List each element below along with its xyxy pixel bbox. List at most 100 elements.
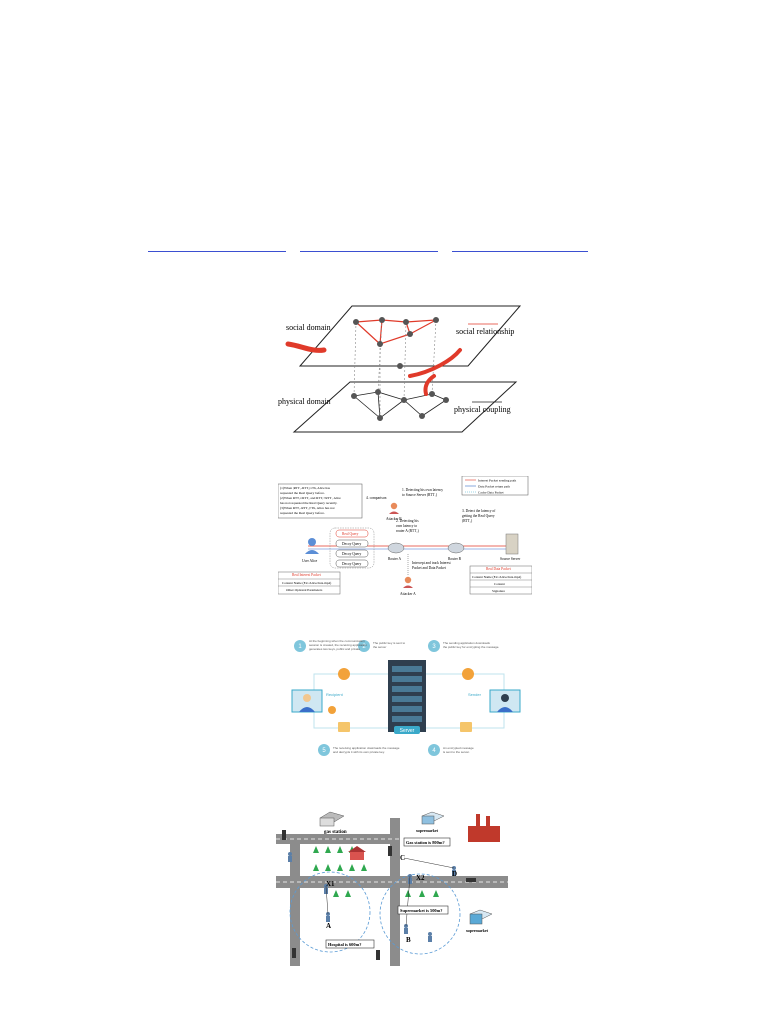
gas-note: Gas station is 800m? <box>406 840 445 845</box>
attacker-a-icon <box>403 576 413 588</box>
red-stroke-down <box>423 374 436 396</box>
node-x2: X2 <box>416 874 425 882</box>
range-circle-a <box>289 871 371 953</box>
svg-text:At the beginning when the comm: At the beginning when the communication <box>309 639 365 643</box>
data-packet-title: Real Data Packet <box>486 567 511 571</box>
node-x1: X1 <box>326 880 335 888</box>
server-label-box <box>394 726 420 734</box>
node-a: A <box>326 922 331 930</box>
svg-text:session is created, the receiv: session is created, the receiving applic… <box>309 643 367 647</box>
svg-text:The receiving application down: The receiving application downloads the … <box>333 746 400 750</box>
attacker-b-icon <box>389 502 399 514</box>
svg-text:Interest Packet sending path: Interest Packet sending path <box>478 479 516 483</box>
svg-text:Cache Data Packet: Cache Data Packet <box>478 491 504 495</box>
physical-domain-label: physical domain <box>278 397 331 406</box>
svg-text:Decoy Query: Decoy Query <box>342 562 361 566</box>
svg-text:An encrypted message: An encrypted message <box>443 746 474 750</box>
supermarket-top-label: supermarket <box>416 828 439 833</box>
sender-label: Sender <box>468 692 482 697</box>
router-b-icon <box>447 542 465 554</box>
interest-packet-title: Real Interest Packet <box>292 573 321 577</box>
figure-city-map: gas station supermarket supermarket <box>276 810 508 966</box>
supermarket-bottom-icon <box>469 909 493 925</box>
source-server-label: Source Server <box>500 557 521 561</box>
svg-text:(RTT₃): (RTT₃) <box>462 519 473 523</box>
svg-text:generates two keys, public and: generates two keys, public and private <box>309 647 360 651</box>
svg-text:2. Detecting his: 2. Detecting his <box>396 519 419 523</box>
data-row: Content Name (Ex:/Alice/data.mp4) <box>472 575 521 579</box>
hyperlink-underline[interactable] <box>300 251 438 252</box>
data-row: Content <box>494 582 505 586</box>
supermarket-top-icon <box>421 811 445 825</box>
server-rack-icon <box>388 660 426 732</box>
step1-text: At the beginning when the communications… <box>309 639 367 651</box>
lock-icons <box>338 722 472 732</box>
svg-text:2: 2 <box>362 644 366 650</box>
svg-text:requested the Real Query befor: requested the Real Query before. <box>280 491 325 495</box>
step-circles <box>294 640 440 756</box>
svg-text:Intercept and track Interest: Intercept and track Interest <box>412 561 451 565</box>
svg-text:5: 5 <box>322 748 326 754</box>
node-c: C <box>400 854 405 862</box>
gas-station-icon <box>319 811 345 827</box>
router-a-icon <box>387 542 405 554</box>
svg-text:Real Query: Real Query <box>342 532 359 536</box>
house-icon <box>348 846 366 860</box>
link-strip <box>148 251 588 255</box>
hospital-note-box <box>325 939 375 949</box>
svg-text:to Source Server (RTT₁): to Source Server (RTT₁) <box>402 493 438 497</box>
hyperlink-underline[interactable] <box>148 251 286 252</box>
social-domain-label: social domain <box>286 323 331 332</box>
coupling-lines <box>353 319 437 418</box>
node-icons <box>351 317 449 421</box>
query-links <box>325 857 455 927</box>
interest-row: Content Name (Ex:/Alice/data.mp4) <box>282 581 331 585</box>
svg-text:Packet and Data Packet: Packet and Data Packet <box>412 566 446 570</box>
road-center <box>390 818 400 966</box>
query-list: Real Query Decoy Query Decoy Query Decoy… <box>335 529 369 568</box>
svg-text:1. Detecting his own latency: 1. Detecting his own latency <box>402 488 443 492</box>
red-stroke-left <box>285 341 327 353</box>
svg-text:and decrypts it with its own p: and decrypts it with its own private key… <box>333 750 385 754</box>
gas-station-label: gas station <box>324 830 347 835</box>
recipient-label: Recipient <box>326 692 344 697</box>
interest-packet-table <box>278 571 341 595</box>
svg-text:The public key is sent to: The public key is sent to <box>373 641 406 645</box>
hyperlink-underline[interactable] <box>452 251 588 252</box>
road-top <box>276 834 400 844</box>
svg-text:the server: the server <box>373 645 386 649</box>
svg-text:3. Detect the latency of: 3. Detect the latency of <box>462 509 496 513</box>
interest-row: Other Optional Parameters <box>286 588 323 592</box>
step5-text: The receiving application downloads the … <box>333 746 400 754</box>
svg-text:1: 1 <box>298 644 302 650</box>
supermarket-note-box <box>397 905 449 915</box>
router-b-label: Router B <box>448 557 462 561</box>
node-b: B <box>406 936 411 944</box>
svg-text:the public key for encrypting: the public key for encrypting the messag… <box>443 645 499 649</box>
svg-text:(1)When |RTT₁-RTT₂|≤Th, Alice: (1)When |RTT₁-RTT₂|≤Th, Alice has <box>280 486 331 491</box>
user-alice-icon <box>305 538 319 554</box>
svg-text:4: 4 <box>432 748 436 754</box>
source-server-icon <box>505 533 519 555</box>
svg-text:(2)When RTT₁≥RTT₂ and RTT₁>RTT: (2)When RTT₁≥RTT₂ and RTT₁>RTT₁ Alice <box>280 496 341 500</box>
figure-social-physical-domains: social domain physical domain social rel… <box>272 300 528 436</box>
legend-box <box>461 476 529 496</box>
physical-coupling-label: physical coupling <box>454 405 511 414</box>
condition-box <box>278 483 363 519</box>
svg-text:(3)When RTT₁-RTT₂|>Th, Alice h: (3)When RTT₁-RTT₂|>Th, Alice has not <box>280 506 335 511</box>
attacker-b-label: Attacker B <box>386 517 402 521</box>
svg-text:Data Packet return path: Data Packet return path <box>478 485 510 489</box>
svg-text:requested the Real Query befor: requested the Real Query before. <box>280 511 325 515</box>
server-label: Server <box>400 728 415 734</box>
social-relationship-label: social relationship <box>456 327 514 336</box>
red-stroke-right <box>408 348 462 378</box>
traffic-light-icons <box>282 830 476 960</box>
legend-text: Interest Packet sending path Data Packet… <box>478 479 516 495</box>
